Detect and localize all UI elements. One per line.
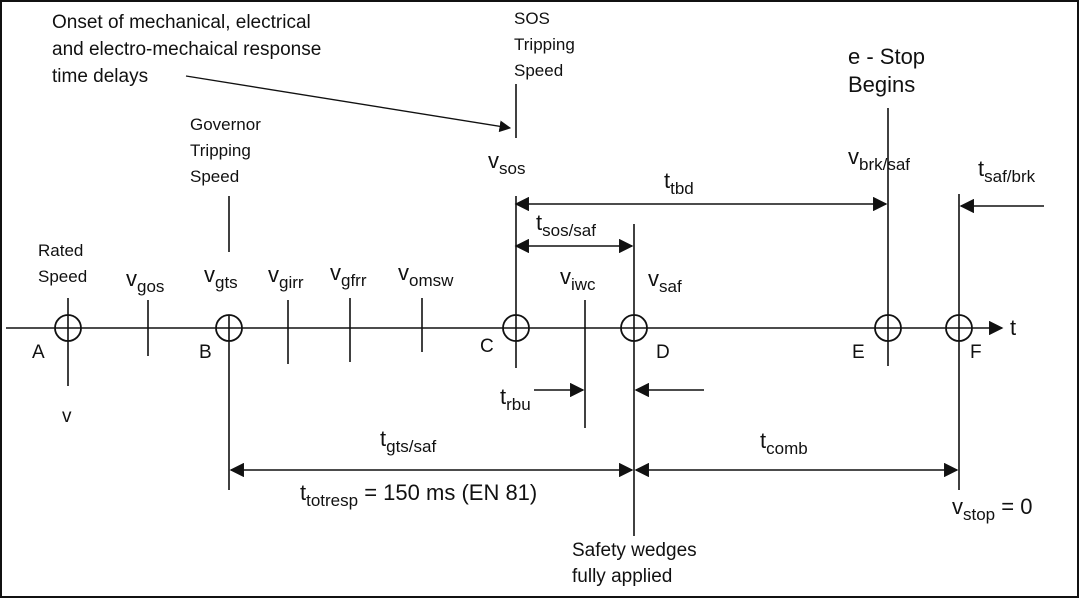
speed-stop: vstop = 0 <box>952 494 1032 524</box>
sos-tripping-annotation: SOS Tripping Speed <box>514 9 580 80</box>
v-label: v <box>62 406 72 427</box>
time-totresp: ttotresp = 150 ms (EN 81) <box>300 480 537 510</box>
point-f-label: F <box>970 342 982 363</box>
speed-omsw: vomsw <box>398 260 454 290</box>
axis-label-t: t <box>1010 315 1016 340</box>
speed-gos: vgos <box>126 266 164 296</box>
time-tbd: ttbd <box>664 168 694 198</box>
speed-brk-saf: vbrk/saf <box>848 144 910 174</box>
point-c-label: C <box>480 336 494 357</box>
time-comb: tcomb <box>760 428 808 458</box>
point-d-label: D <box>656 342 670 363</box>
point-b-label: B <box>199 342 212 363</box>
speed-gfrr: vgfrr <box>330 260 367 290</box>
time-sos-saf: tsos/saf <box>536 210 596 240</box>
onset-pointer <box>185 75 512 133</box>
speed-girr: vgirr <box>268 262 304 292</box>
speed-gts: vgts <box>204 262 238 292</box>
time-saf-brk: tsaf/brk <box>978 156 1036 186</box>
rated-speed-annotation: Rated Speed <box>38 241 88 286</box>
point-e-label: E <box>852 342 865 363</box>
time-gts-saf: tgts/saf <box>380 426 436 456</box>
time-rbu: trbu <box>500 384 531 414</box>
estop-annotation: e - Stop Begins <box>848 44 931 97</box>
speed-sos: vsos <box>488 148 525 178</box>
onset-annotation: Onset of mechanical, electrical and elec… <box>52 12 327 87</box>
speed-saf: vsaf <box>648 266 682 296</box>
safety-wedges-annotation: Safety wedges fully applied <box>572 540 702 587</box>
speed-iwc: viwc <box>560 264 596 294</box>
point-a-label: A <box>32 342 45 363</box>
governor-annotation: Governor Tripping Speed <box>190 115 266 186</box>
